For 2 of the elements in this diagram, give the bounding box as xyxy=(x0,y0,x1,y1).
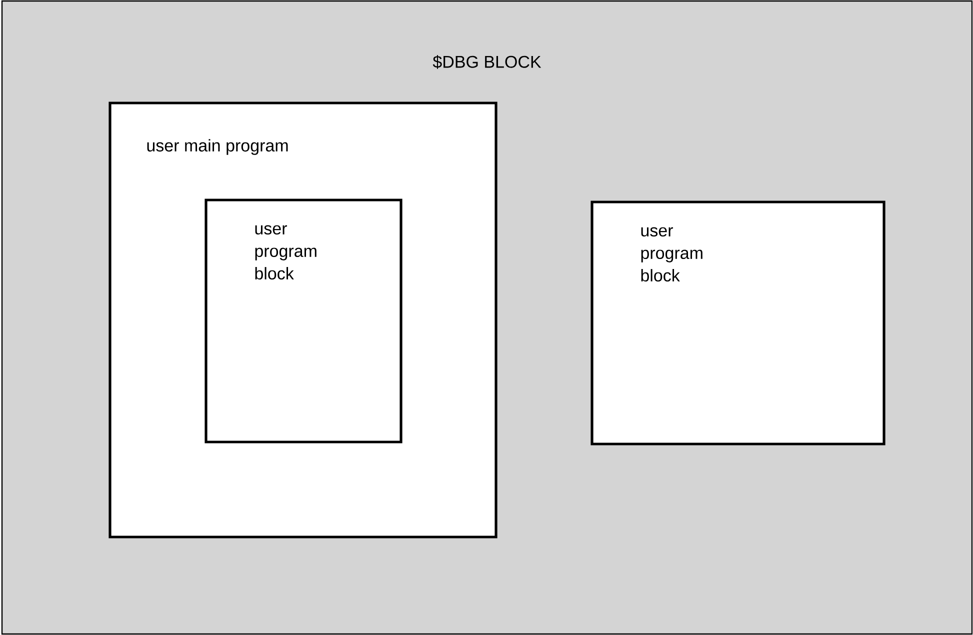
block-box: user program block xyxy=(590,200,886,446)
block-box: user program block xyxy=(204,198,402,444)
